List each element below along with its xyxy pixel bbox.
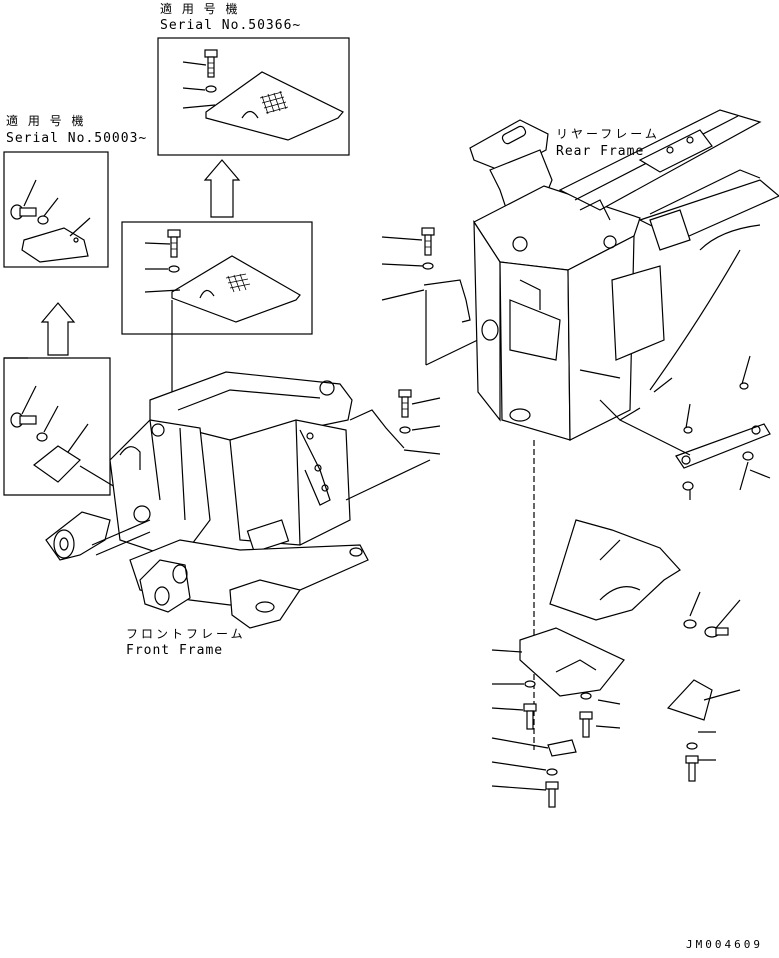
inset-box-50366 xyxy=(157,37,350,156)
upper-right-box-serial: Serial No.50366~ xyxy=(160,18,302,33)
upper-left-box-jp-label: 適 用 号 機 xyxy=(6,114,87,128)
upper-right-box-jp-label: 適 用 号 機 xyxy=(160,2,241,16)
bolt-stack-rear xyxy=(381,227,487,366)
bolt-stack-lower xyxy=(491,619,729,808)
washer-icon xyxy=(37,215,49,225)
upper-left-box-serial: Serial No.50003~ xyxy=(6,131,148,146)
cover-plate-icon xyxy=(205,71,344,141)
inset-box-middle xyxy=(121,221,313,335)
front-frame-en-label: Front Frame xyxy=(126,643,224,658)
inset-box-50003 xyxy=(3,151,109,268)
under-cover-plates xyxy=(519,519,741,757)
front-frame-drawing xyxy=(45,371,431,629)
rear-frame-drawing xyxy=(469,109,779,500)
rear-frame-jp-label: リヤーフレーム xyxy=(556,127,660,141)
mesh-grid-icon xyxy=(259,90,289,115)
bolt-icon xyxy=(10,204,37,220)
cover-plate-icon xyxy=(21,227,89,263)
rear-frame-en-label: Rear Frame xyxy=(556,144,645,159)
front-frame-jp-label: フロントフレーム xyxy=(126,627,246,641)
bolt-icon xyxy=(204,49,218,78)
bolt-stack-front xyxy=(398,389,441,455)
arrow-up-icon xyxy=(203,159,241,218)
drawing-code: JM004609 xyxy=(686,938,763,951)
washer-icon xyxy=(205,85,217,93)
arrow-up-icon xyxy=(40,302,76,356)
